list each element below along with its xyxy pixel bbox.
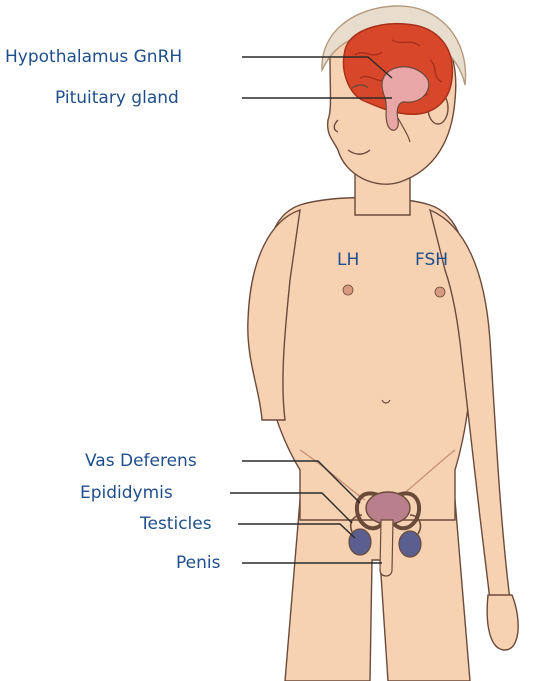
right-hand	[487, 595, 518, 650]
label-epididymis: Epididymis	[80, 483, 173, 503]
label-pituitary-gland: Pituitary gland	[55, 88, 179, 108]
label-testicles: Testicles	[140, 514, 212, 534]
right-testicle	[399, 531, 421, 557]
left-testicle	[349, 529, 371, 555]
label-fsh: FSH	[415, 250, 448, 270]
body-figure	[248, 12, 518, 681]
label-penis: Penis	[176, 553, 220, 573]
label-lh: LH	[337, 250, 359, 270]
label-vas-deferens: Vas Deferens	[85, 451, 197, 471]
label-hypothalamus: Hypothalamus GnRH	[5, 47, 182, 67]
penis-shape	[380, 520, 393, 576]
left-nipple	[343, 285, 353, 295]
right-nipple	[435, 287, 445, 297]
